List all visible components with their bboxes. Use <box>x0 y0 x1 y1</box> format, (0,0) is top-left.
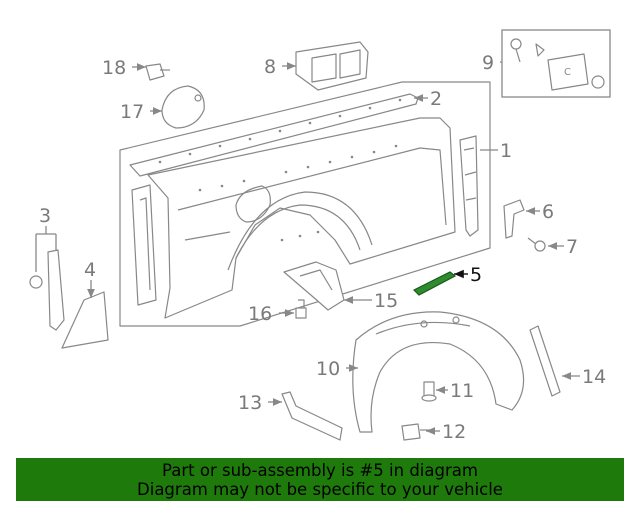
banner-line-1: Part or sub-assembly is #5 in diagram <box>162 461 478 480</box>
screw-12 <box>401 423 432 441</box>
callout-8: 8 <box>264 56 276 78</box>
diagram-notice-banner: Part or sub-assembly is #5 in diagram Di… <box>16 458 624 501</box>
tail-light-housing <box>295 41 369 91</box>
side-bracket <box>503 199 525 239</box>
callout-5: 5 <box>470 264 482 286</box>
parts-diagram: C <box>29 29 611 443</box>
hardware-kit-box: C <box>501 29 611 98</box>
clip-16 <box>295 299 307 319</box>
callout-18: 18 <box>102 57 126 79</box>
callout-15: 15 <box>374 290 398 312</box>
rear-corner-bracket <box>459 135 479 237</box>
callout-4: 4 <box>84 259 96 281</box>
wheel-well-liner <box>352 311 525 433</box>
highlighted-part-5 <box>412 271 457 296</box>
callout-6: 6 <box>542 201 554 223</box>
callout-17: 17 <box>120 101 144 123</box>
callout-11: 11 <box>450 380 474 402</box>
callout-16: 16 <box>248 303 272 325</box>
callout-7: 7 <box>566 236 578 258</box>
bolt-7 <box>527 237 546 252</box>
callout-14: 14 <box>582 366 606 388</box>
callout-labels: 1 2 3 4 5 6 7 8 9 10 11 12 13 14 15 16 1… <box>39 52 606 443</box>
pillar-trim <box>29 249 65 331</box>
callout-9: 9 <box>482 52 494 74</box>
callout-12: 12 <box>442 421 466 443</box>
splash-shield <box>283 261 345 311</box>
bracket-14 <box>529 325 561 397</box>
bed-side-panel <box>119 81 491 327</box>
clip-11 <box>421 381 437 402</box>
banner-line-2: Diagram may not be specific to your vehi… <box>137 480 503 499</box>
callout-3: 3 <box>39 205 51 227</box>
callout-10: 10 <box>316 358 340 380</box>
fuel-door <box>161 85 205 129</box>
kit-label-letter: C <box>564 67 571 78</box>
brace-13 <box>281 391 343 441</box>
callout-1: 1 <box>500 140 512 162</box>
leader-lines <box>35 61 580 435</box>
pillar-cover <box>61 291 109 349</box>
fuel-door-latch <box>145 63 170 81</box>
callout-13: 13 <box>238 392 262 414</box>
callout-2: 2 <box>430 88 442 110</box>
